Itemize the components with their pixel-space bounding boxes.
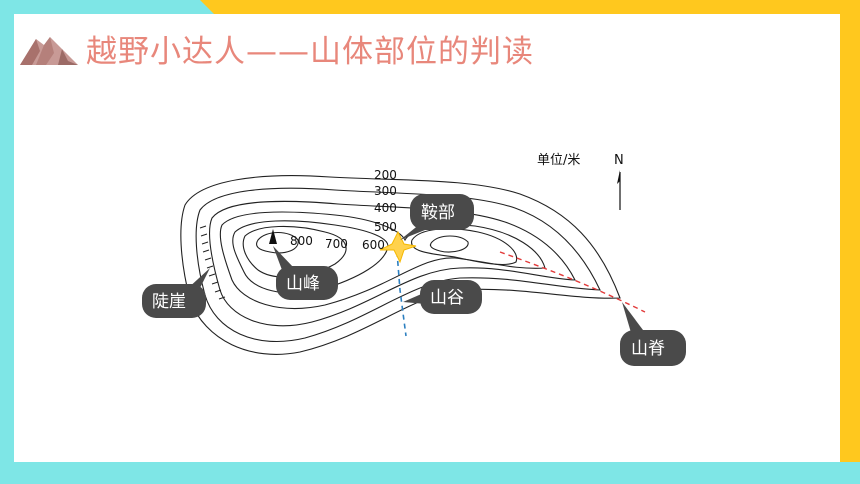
north-arrow-icon (617, 170, 621, 210)
contour-label-200: 200 (374, 168, 397, 182)
callout-peak: 山峰 (273, 246, 338, 300)
callout-cliff-label: 陡崖 (152, 292, 186, 312)
contour-east-inner (429, 235, 469, 253)
contour-label-400: 400 (374, 201, 397, 215)
contour-label-500: 500 (374, 220, 397, 234)
contour-500 (219, 211, 546, 309)
contour-label-600: 600 (362, 238, 385, 252)
callout-ridge: 山脊 (620, 302, 686, 366)
title-bar: 越野小达人——山体部位的判读 (18, 26, 534, 71)
callout-ridge-label: 山脊 (631, 339, 665, 359)
contour-700 (242, 225, 347, 278)
peak-marker (269, 229, 277, 244)
callout-saddle-label: 鞍部 (421, 203, 455, 223)
callout-valley: 山谷 (403, 280, 482, 314)
valley-line (396, 251, 407, 337)
callout-valley-label: 山谷 (430, 288, 464, 308)
cliff-hatching (199, 225, 226, 300)
contour-200 (180, 175, 621, 355)
page-title: 越野小达人——山体部位的判读 (86, 34, 534, 70)
callout-saddle: 鞍部 (400, 194, 474, 240)
callout-cliff: 陡崖 (142, 268, 210, 318)
contour-600-west (232, 220, 389, 294)
contour-lines (180, 175, 621, 355)
callout-peak-label: 山峰 (286, 274, 320, 294)
slide-card (14, 14, 840, 462)
ridge-line (499, 251, 646, 313)
contour-label-800: 800 (290, 234, 313, 248)
contour-label-300: 300 (374, 184, 397, 198)
mountain-icon (20, 36, 78, 65)
unit-label: 单位/米 (537, 153, 580, 168)
contour-label-700: 700 (325, 237, 348, 251)
contour-labels: 200 300 400 500 600 700 800 (290, 168, 397, 252)
contour-400 (209, 200, 576, 327)
contour-800 (255, 231, 299, 254)
north-label: N (614, 153, 624, 168)
contour-300 (195, 187, 601, 342)
saddle-star (379, 230, 417, 264)
contour-600-east (411, 228, 518, 266)
